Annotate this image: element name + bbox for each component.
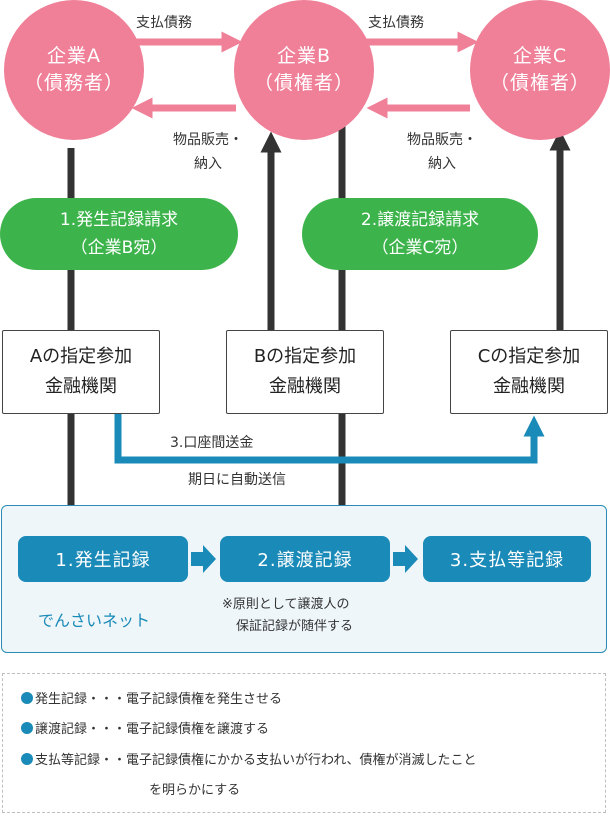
densai-network-name: でんさいネット (38, 611, 151, 630)
legend-item-transfer: 譲渡記録・・・電子記録債権を譲渡する (21, 718, 269, 737)
bank-a-box: Aの指定参加 金融機関 (2, 330, 160, 414)
bank-b-box: Bの指定参加 金融機関 (226, 330, 384, 414)
company-a-role: （債務者） (23, 72, 124, 94)
company-c-circle: 企業C （債権者） (470, 0, 610, 140)
company-b-name: 企業B (276, 45, 332, 67)
company-b-role: （債権者） (253, 72, 354, 94)
goods-label-cb: 物品販売・ 納入 (407, 132, 477, 172)
bank-c-box: Cの指定参加 金融機関 (450, 330, 608, 414)
payment-label-ab: 支払債務 (136, 15, 192, 31)
payment-record-box: 3.支払等記録 (423, 536, 591, 582)
account-transfer-label: 3.口座間送金 (170, 435, 254, 451)
bullet-icon (21, 692, 33, 704)
issue-record-request: 1.発生記録請求 （企業B宛） (0, 198, 238, 270)
legend-item-payment-cont: を明らかにする (149, 783, 241, 798)
legend-item-issue: 発生記録・・・電子記録債権を発生させる (21, 688, 282, 707)
bullet-icon (21, 753, 33, 765)
account-transfer-arrow (114, 413, 545, 464)
company-a-name: 企業A (47, 45, 101, 67)
transfer-record-request: 2.譲渡記録請求 （企業C宛） (302, 198, 538, 270)
legend-item-payment: 支払等記録・・電子記録債権にかかる支払いが行われ、債権が消滅したこと (21, 749, 477, 768)
company-c-role: （債権者） (489, 72, 590, 94)
transfer-record-box: 2.譲渡記録 (220, 536, 390, 582)
guarantee-note: ※原則として譲渡人の 保証記録が随伴する (222, 597, 354, 634)
bullet-icon (21, 722, 33, 734)
company-c-name: 企業C (512, 45, 568, 67)
company-b-circle: 企業B （債権者） (234, 0, 374, 140)
issue-record-box: 1.発生記録 (18, 536, 188, 582)
goods-label-ba: 物品販売・ 納入 (173, 132, 243, 172)
payment-label-bc: 支払債務 (368, 15, 424, 31)
legend-box: 発生記録・・・電子記録債権を発生させる 譲渡記録・・・電子記録債権を譲渡する 支… (2, 673, 606, 813)
auto-send-label: 期日に自動送信 (188, 472, 286, 488)
company-a-circle: 企業A （債務者） (4, 0, 144, 140)
